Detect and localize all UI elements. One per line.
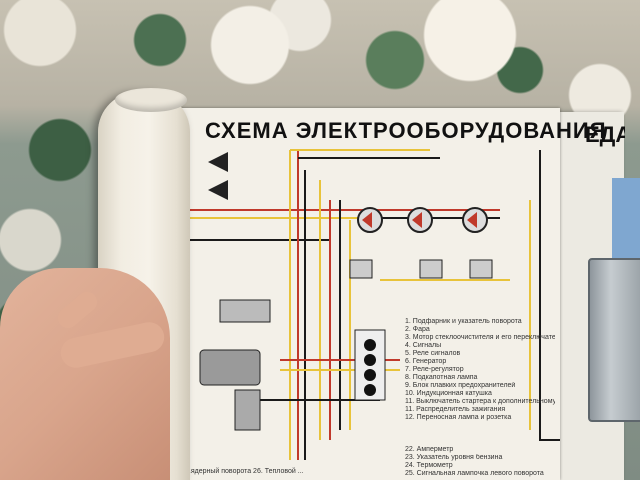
legend-item: 3. Мотор стеклоочистителя и его переключ…: [405, 334, 555, 341]
horn-icon: [208, 152, 228, 200]
legend-item: 11. Выключатель стартера к дополнительно…: [405, 398, 555, 405]
wiring-diagram: [180, 149, 560, 460]
poster-title: СХЕМА ЭЛЕКТРООБОРУДОВАНИЯ: [205, 118, 607, 143]
fuse-block: [354, 329, 386, 401]
legend-item: 9. Блок плавких предохранителей: [405, 382, 516, 389]
legend-item: 5. Реле сигналов: [405, 350, 461, 357]
diagram-legend-bottom: 22. Амперметр 23. Указатель уровня бензи…: [405, 446, 555, 478]
legend-item: 6. Генератор: [405, 358, 447, 365]
legend-item: 1. Подфарник и указатель поворота: [405, 318, 522, 325]
legend-item: 24. Термометр: [405, 462, 453, 469]
legend-item: 8. Подкапотная лампа: [405, 374, 478, 381]
second-sheet-title: ЕДА: [585, 122, 625, 147]
diagram-legend: 1. Подфарник и указатель поворота 2. Фар…: [405, 318, 555, 422]
blue-box: [612, 178, 640, 258]
legend-item: 2. Фара: [405, 326, 430, 333]
roll-edge: [115, 88, 187, 112]
legend-item: 7. Реле-регулятор: [405, 366, 464, 373]
metal-device: [588, 258, 640, 422]
legend-item: 11. Распределитель зажигания: [405, 406, 506, 413]
legend-item: 12. Переносная лампа и розетка: [405, 414, 512, 421]
legend-item: 10. Индукционная катушка: [405, 390, 492, 397]
legend-item: 4. Сигналы: [405, 342, 442, 349]
gauge-icons: [357, 207, 488, 233]
legend-item: 22. Амперметр: [405, 446, 454, 453]
legend-item: 23. Указатель уровня бензина: [405, 454, 503, 461]
legend-item: 25. Сигнальная лампочка левого поворота: [405, 470, 544, 477]
bottom-caption: ...ядерный поворота 26. Тепловой ...: [185, 468, 304, 475]
